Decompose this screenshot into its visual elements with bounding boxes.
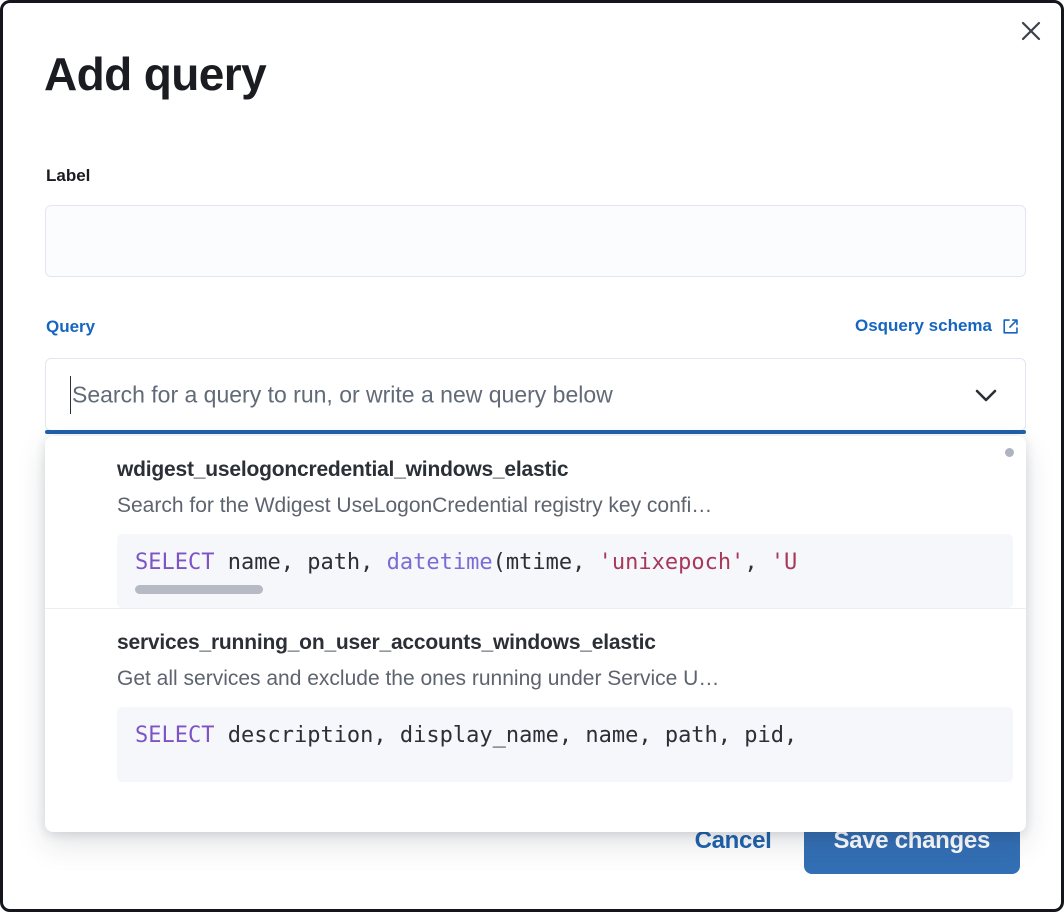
external-link-icon — [1001, 317, 1020, 336]
dropdown-scroll-indicator[interactable] — [1005, 448, 1014, 457]
query-suggestion-title: services_running_on_user_accounts_window… — [117, 631, 656, 655]
query-suggestion-sql-block: SELECT name, path, datetime(mtime, 'unix… — [117, 534, 1013, 609]
osquery-schema-link-label: Osquery schema — [854, 316, 992, 335]
query-suggestion-item[interactable]: wdigest_uselogoncredential_windows_elast… — [45, 436, 1026, 609]
label-field-label: Label — [46, 166, 91, 185]
query-combobox[interactable]: Search for a query to run, or write a ne… — [45, 358, 1026, 434]
query-suggestions-list: wdigest_uselogoncredential_windows_elast… — [45, 436, 1026, 782]
query-suggestion-sql-block: SELECT description, display_name, name, … — [117, 707, 1013, 782]
chevron-down-icon[interactable] — [971, 385, 1001, 405]
query-suggestion-description: Search for the Wdigest UseLogonCredentia… — [117, 494, 713, 517]
query-combobox-box[interactable]: Search for a query to run, or write a ne… — [45, 358, 1026, 431]
query-field-legend: Query — [46, 317, 96, 336]
query-combobox-placeholder: Search for a query to run, or write a ne… — [72, 381, 613, 407]
osquery-schema-link[interactable]: Osquery schema — [855, 316, 1020, 336]
sql-block-padding — [117, 760, 1013, 782]
page-title: Add query — [44, 48, 267, 100]
text-caret — [70, 376, 71, 414]
query-suggestions-dropdown: wdigest_uselogoncredential_windows_elast… — [45, 436, 1026, 832]
close-icon-button[interactable] — [1013, 13, 1049, 49]
sql-horizontal-scrollbar[interactable] — [135, 585, 263, 595]
query-suggestion-item[interactable]: services_running_on_user_accounts_window… — [45, 608, 1026, 782]
sql-code: SELECT name, path, datetime(mtime, 'unix… — [135, 550, 798, 575]
query-suggestion-description: Get all services and exclude the ones ru… — [117, 667, 720, 691]
close-icon — [1019, 19, 1043, 43]
sql-code: SELECT description, display_name, name, … — [135, 723, 798, 749]
label-input[interactable] — [45, 205, 1026, 277]
query-suggestion-title: wdigest_uselogoncredential_windows_elast… — [117, 458, 569, 481]
combobox-focus-underline — [45, 430, 1026, 434]
